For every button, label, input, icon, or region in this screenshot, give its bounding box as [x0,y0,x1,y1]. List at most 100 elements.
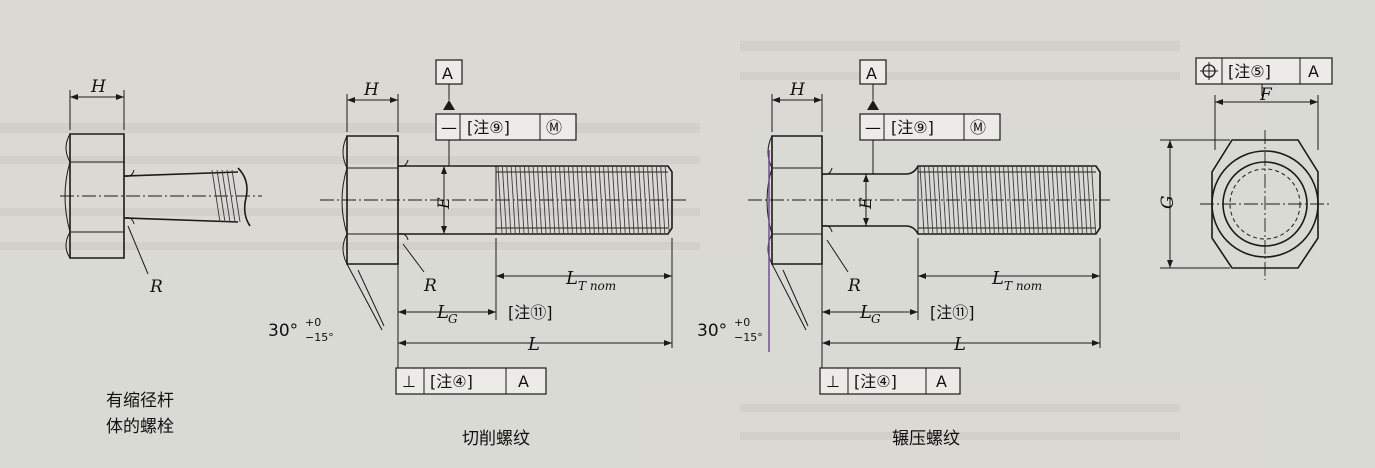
thread-line [985,166,991,234]
datum-A-box: A [442,64,453,83]
radius-R-label-rolled: R [847,276,861,296]
thread-line [976,166,982,234]
thread-line [559,166,565,234]
thread-line [633,166,639,234]
thread-line [923,166,929,234]
thread-line [567,166,573,234]
thread-line [1069,166,1075,234]
note11-rolled: [注⑪] [930,303,975,322]
note9-rolled: [注⑨] [891,118,934,137]
radius-R-label: R [149,277,163,297]
perp-symbol-rolled: ⊥ [826,372,840,391]
thread-line [501,166,507,234]
thread-line [642,166,648,234]
dim-L-label: L [527,334,540,355]
thread-line [1086,166,1092,234]
thread-line [1029,166,1035,234]
thread-line [954,166,960,234]
thread-line [598,166,604,234]
thread-line [550,166,556,234]
thread-line [603,166,609,234]
thread-line [963,166,969,234]
thread-line [1077,166,1083,234]
angle-30-label-cut: 30° [268,321,298,341]
dim-H-label: H [90,77,107,97]
thread-line [1025,166,1031,234]
thread-line [510,166,516,234]
cut-thread-bolt: H E A — [注⑨] Ⓜ R 30° +0 −15° L T nom [268,59,688,449]
thread-line [1082,166,1088,234]
note4-rolled: [注④] [854,372,897,391]
thread-line [950,166,956,234]
dim-LT-label-rolled: L [991,268,1004,289]
thread-line [1003,166,1009,234]
dim-LG-label-rolled: L [859,302,872,323]
dim-E-label-rolled: E [856,197,875,210]
thread-line [972,166,978,234]
datum-A-ref-cut: A [518,372,529,391]
thread-line [585,166,591,234]
dim-LG-sub-rolled: G [871,312,881,326]
angle-upper-tol-rolled: +0 [734,316,750,329]
angle-30-label-rolled: 30° [697,321,727,341]
thread-line [989,166,995,234]
thread-line [589,166,595,234]
dim-H-label-rolled: H [789,80,806,100]
caption-reduced-line1: 有缩径杆 [106,391,174,411]
thread-line [1016,166,1022,234]
thread-line [523,166,529,234]
thread-line [967,166,973,234]
thread-line [651,166,657,234]
thread-line [620,166,626,234]
thread-line [945,166,951,234]
thread-line [959,166,965,234]
note4-cut: [注④] [430,372,473,391]
thread-line [519,166,525,234]
thread-line [664,166,670,234]
thread-line [572,166,578,234]
thread-line [1060,166,1066,234]
thread-line [506,166,512,234]
thread-line [937,166,943,234]
thread-line [1055,166,1061,234]
reduced-shank-bolt: H R 有缩径杆 体的螺栓 [60,77,262,437]
thread-line [576,166,582,234]
note9-cut: [注⑨] [467,118,510,137]
hex-head-end-view: [注⑤] A F G [1158,57,1333,280]
straightness-symbol-rolled: — [865,118,881,137]
thread-line [1007,166,1013,234]
thread-line [647,166,653,234]
thread-line [532,166,538,234]
thread-line [515,166,521,234]
note5: [注⑤] [1228,62,1271,81]
thread-line [1073,166,1079,234]
thread-line [1038,166,1044,234]
thread-line [554,166,560,234]
dim-LT-sub-rolled: T nom [1004,279,1042,293]
caption-cut-thread: 切削螺纹 [462,429,530,449]
thread-line [581,166,587,234]
angle-lower-tol-cut: −15° [305,331,334,344]
datum-A-box-rolled: A [866,64,877,83]
mmc-symbol-rolled: Ⓜ [970,118,986,137]
thread-line [616,166,622,234]
angle-upper-tol-cut: +0 [305,316,321,329]
thread-line [545,166,551,234]
thread-line [611,166,617,234]
thread-line [981,166,987,234]
thread-line [1064,166,1070,234]
thread-line [629,166,635,234]
position-symbol [1200,62,1218,80]
datum-A-ref-hex: A [1308,62,1319,81]
dim-F-label: F [1259,85,1273,105]
thread-line [638,166,644,234]
dim-L-label-rolled: L [953,334,966,355]
thread-line [594,166,600,234]
thread-line [928,166,934,234]
straightness-symbol: — [441,118,457,137]
angle-lower-tol-rolled: −15° [734,331,763,344]
thread-line [655,166,661,234]
thread-line [919,166,925,234]
thread-line [1033,166,1039,234]
